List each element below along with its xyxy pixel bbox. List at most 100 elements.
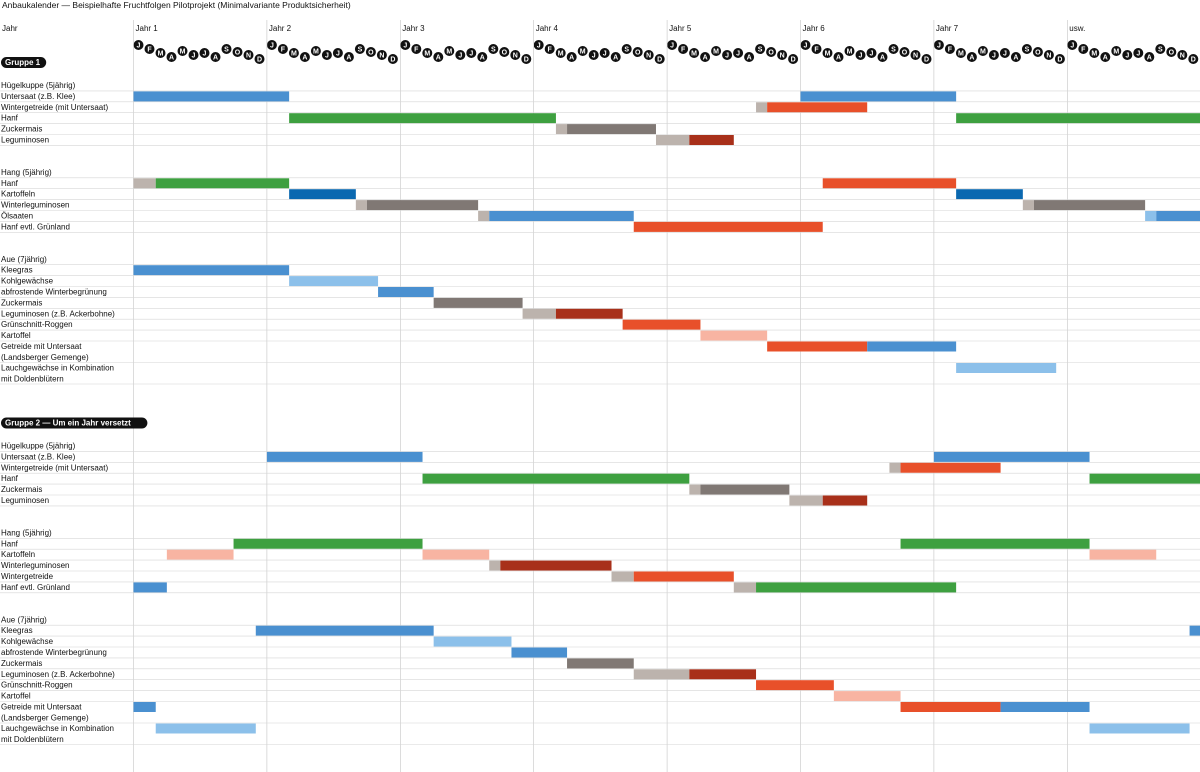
month-marker bbox=[1177, 50, 1188, 60]
section-title: Hügelkuppe (5jährig) bbox=[1, 81, 76, 90]
crop-label: Leguminosen (z.B. Ackerbohne) bbox=[1, 309, 115, 318]
crop-bar bbox=[289, 276, 379, 287]
month-marker bbox=[299, 52, 310, 62]
month-marker bbox=[1054, 54, 1065, 64]
crop-bar bbox=[500, 560, 612, 571]
month-marker bbox=[777, 50, 788, 60]
year-label: usw. bbox=[1069, 24, 1085, 33]
crop-label: Hanf bbox=[1, 114, 19, 123]
crop-bar bbox=[956, 189, 1023, 200]
crop-bar bbox=[1145, 211, 1157, 221]
month-marker bbox=[1166, 47, 1177, 57]
month-marker bbox=[488, 44, 499, 54]
crop-label: abfrostende Winterbegrünung bbox=[1, 648, 107, 657]
month-marker bbox=[1021, 44, 1032, 54]
month-label: S bbox=[491, 47, 496, 54]
month-label: F bbox=[681, 47, 686, 54]
crop-bar bbox=[956, 363, 1057, 373]
month-label: M bbox=[713, 49, 719, 56]
month-marker bbox=[387, 54, 398, 64]
month-label: J bbox=[537, 43, 541, 50]
month-label: A bbox=[969, 55, 974, 62]
year-label: Jahr 5 bbox=[669, 24, 692, 33]
month-label: J bbox=[336, 51, 340, 58]
month-label: M bbox=[446, 49, 452, 56]
month-marker bbox=[933, 40, 944, 50]
section-title: Hang (5jährig) bbox=[1, 168, 52, 177]
month-label: A bbox=[836, 55, 841, 62]
month-label: J bbox=[203, 51, 207, 58]
month-marker bbox=[899, 47, 910, 57]
month-marker bbox=[788, 54, 799, 64]
crop-bar bbox=[767, 341, 868, 352]
month-marker bbox=[866, 48, 877, 58]
group-label: Gruppe 2 — Um ein Jahr versetzt bbox=[5, 419, 131, 428]
crop-bar bbox=[289, 189, 356, 200]
month-label: M bbox=[691, 51, 697, 58]
month-marker bbox=[332, 48, 343, 58]
group-badge bbox=[1, 57, 47, 68]
month-marker bbox=[354, 44, 365, 54]
month-marker bbox=[766, 47, 777, 57]
month-label: A bbox=[747, 55, 752, 62]
crop-label: Kartoffeln bbox=[1, 550, 35, 559]
crop-bar bbox=[633, 669, 690, 680]
crop-bar bbox=[700, 484, 790, 495]
month-marker bbox=[999, 48, 1010, 58]
month-marker bbox=[400, 40, 411, 50]
month-marker bbox=[1155, 44, 1166, 54]
month-marker bbox=[944, 44, 955, 54]
crop-label: Grünschnitt-Roggen bbox=[1, 681, 73, 690]
month-label: M bbox=[313, 49, 319, 56]
section-title: Aue (7jährig) bbox=[1, 615, 47, 624]
month-marker bbox=[521, 54, 532, 64]
month-marker bbox=[166, 52, 177, 62]
crop-bar bbox=[633, 571, 734, 582]
month-marker bbox=[422, 48, 433, 58]
month-label: S bbox=[358, 47, 363, 54]
month-marker bbox=[689, 48, 700, 58]
crop-bar bbox=[422, 549, 490, 560]
month-label: F bbox=[814, 47, 819, 54]
crop-bar bbox=[366, 200, 479, 211]
crop-bar bbox=[522, 308, 556, 319]
crop-bar bbox=[867, 341, 957, 352]
month-marker bbox=[811, 44, 822, 54]
year-label: Jahr 4 bbox=[536, 24, 559, 33]
jahr-header-label: Jahr bbox=[2, 24, 18, 33]
month-marker bbox=[844, 46, 855, 56]
crop-bar bbox=[133, 91, 290, 102]
crop-label: Kartoffel bbox=[1, 692, 31, 701]
month-label: M bbox=[847, 49, 853, 56]
year-label: Jahr 6 bbox=[803, 24, 826, 33]
crop-label: Lauchgewächse in Kombination bbox=[1, 364, 114, 373]
month-label: J bbox=[992, 53, 996, 60]
month-marker bbox=[566, 52, 577, 62]
crop-label: Zuckermais bbox=[1, 659, 42, 668]
month-label: D bbox=[524, 57, 529, 64]
crop-bar bbox=[1000, 702, 1090, 712]
month-label: M bbox=[158, 51, 164, 58]
month-marker bbox=[822, 48, 833, 58]
month-marker bbox=[988, 50, 999, 60]
crop-bar bbox=[1089, 549, 1157, 560]
month-marker bbox=[977, 46, 988, 56]
crop-bar bbox=[478, 211, 490, 221]
crop-label: Untersaat (z.B. Klee) bbox=[1, 452, 76, 461]
month-label: N bbox=[1046, 53, 1051, 60]
month-label: F bbox=[414, 47, 419, 54]
crop-label: Zuckermais bbox=[1, 485, 42, 494]
crop-label: Kartoffeln bbox=[1, 190, 35, 199]
month-marker bbox=[921, 54, 932, 64]
crop-bar bbox=[555, 308, 623, 319]
crop-label: Hanf bbox=[1, 179, 19, 188]
crop-bar bbox=[689, 669, 757, 680]
month-marker bbox=[555, 48, 566, 58]
month-label: F bbox=[147, 47, 152, 54]
month-marker bbox=[1010, 52, 1021, 62]
month-marker bbox=[343, 52, 354, 62]
month-marker bbox=[177, 46, 188, 56]
month-label: O bbox=[768, 50, 774, 57]
group-label: Gruppe 1 bbox=[5, 58, 41, 67]
